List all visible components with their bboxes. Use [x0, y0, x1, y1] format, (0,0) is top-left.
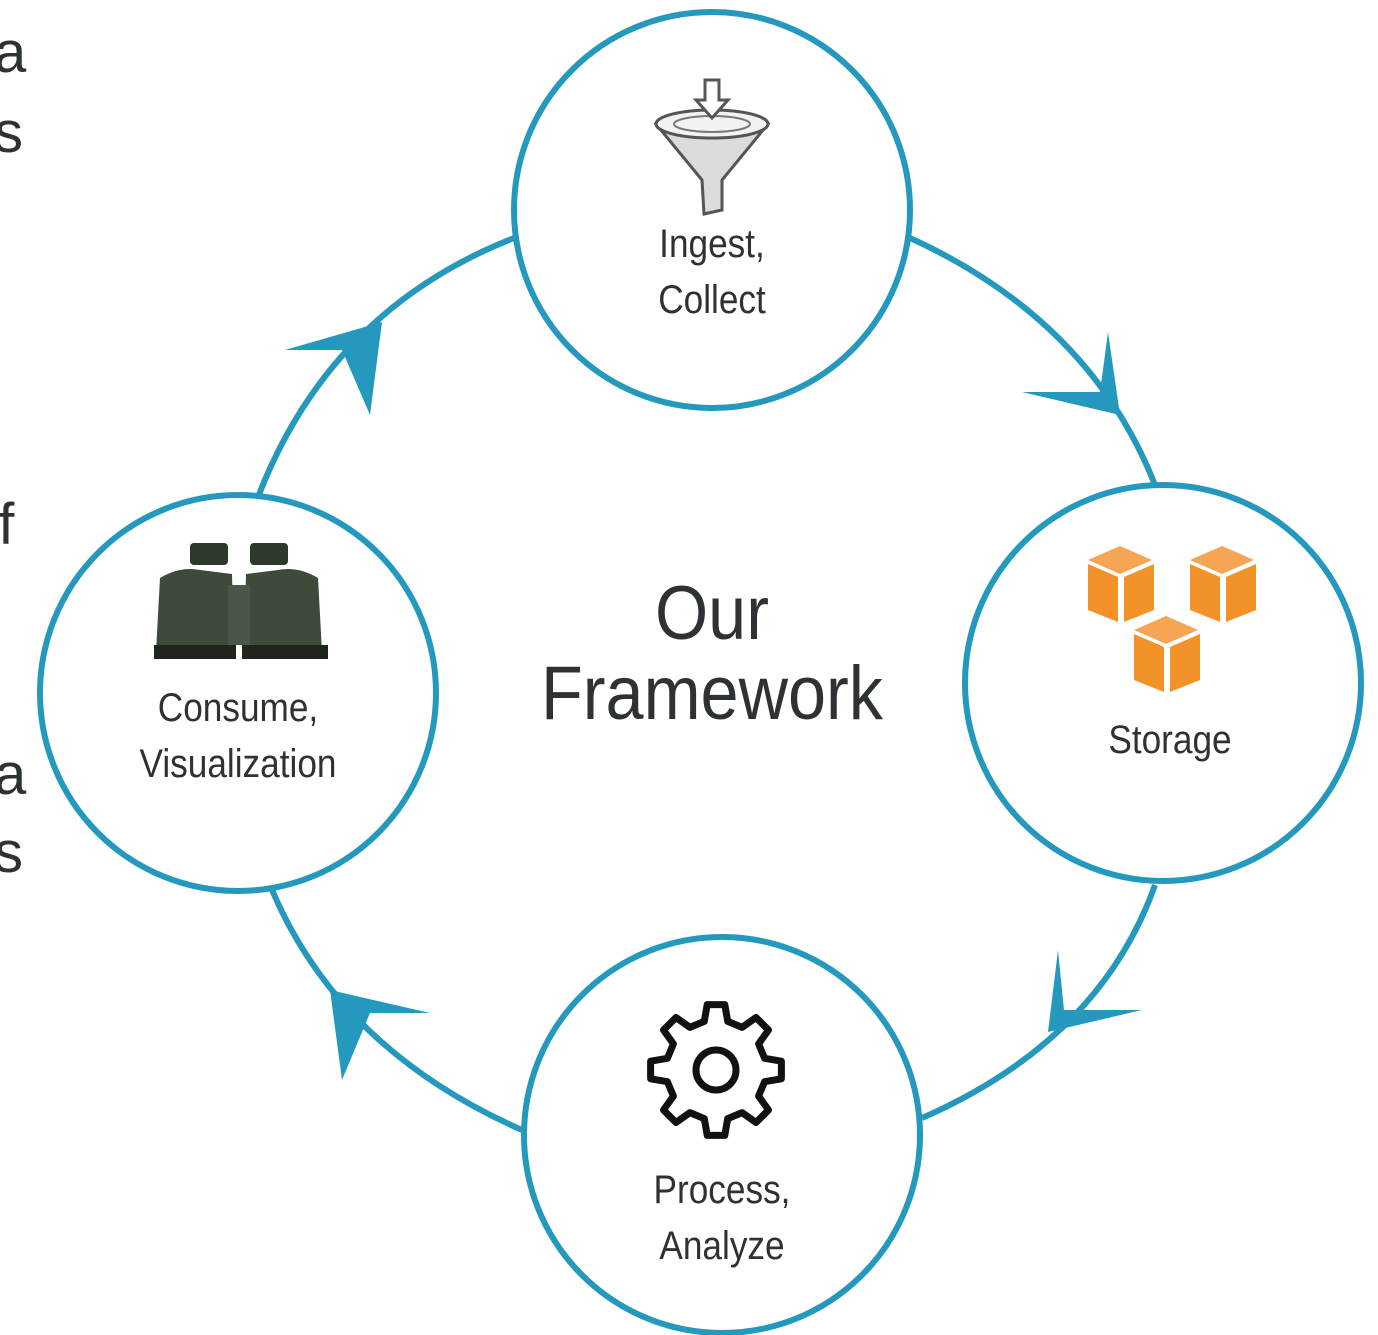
edge-fragment-5: s: [0, 820, 23, 885]
arc-consume-to-ingest: [255, 235, 516, 499]
edge-fragment-1: a: [0, 20, 27, 85]
edge-fragment-3: of: [0, 492, 15, 557]
arc-storage-to-process: [920, 883, 1158, 1121]
arrowhead-down-left: [1048, 950, 1142, 1032]
title-line-1: Our: [654, 571, 770, 656]
process-label: Process, Analyze: [653, 1168, 791, 1268]
edge-fragment-2: s: [0, 100, 23, 165]
ingest-label: Ingest, Collect: [658, 222, 766, 322]
arrowhead-down-right: [1022, 332, 1120, 415]
binoculars-icon: [154, 543, 328, 659]
gear-icon: [647, 1001, 785, 1139]
arc-process-to-consume: [269, 888, 524, 1133]
storage-label: Storage: [1108, 718, 1232, 762]
arrowhead-left: [330, 990, 430, 1080]
edge-fragment-4: a: [0, 742, 27, 807]
consume-circle: [37, 492, 439, 894]
consume-label: Consume, Visualization: [139, 686, 337, 786]
title-line-2: Framework: [540, 651, 884, 736]
arc-ingest-to-storage: [908, 235, 1158, 487]
diagram-title: Our Framework: [487, 574, 937, 734]
arrowhead-up: [285, 322, 382, 415]
funnel-icon: [653, 78, 771, 216]
cycle-arrowheads: [285, 322, 1142, 1080]
storage-cubes-icon: [1088, 546, 1256, 692]
